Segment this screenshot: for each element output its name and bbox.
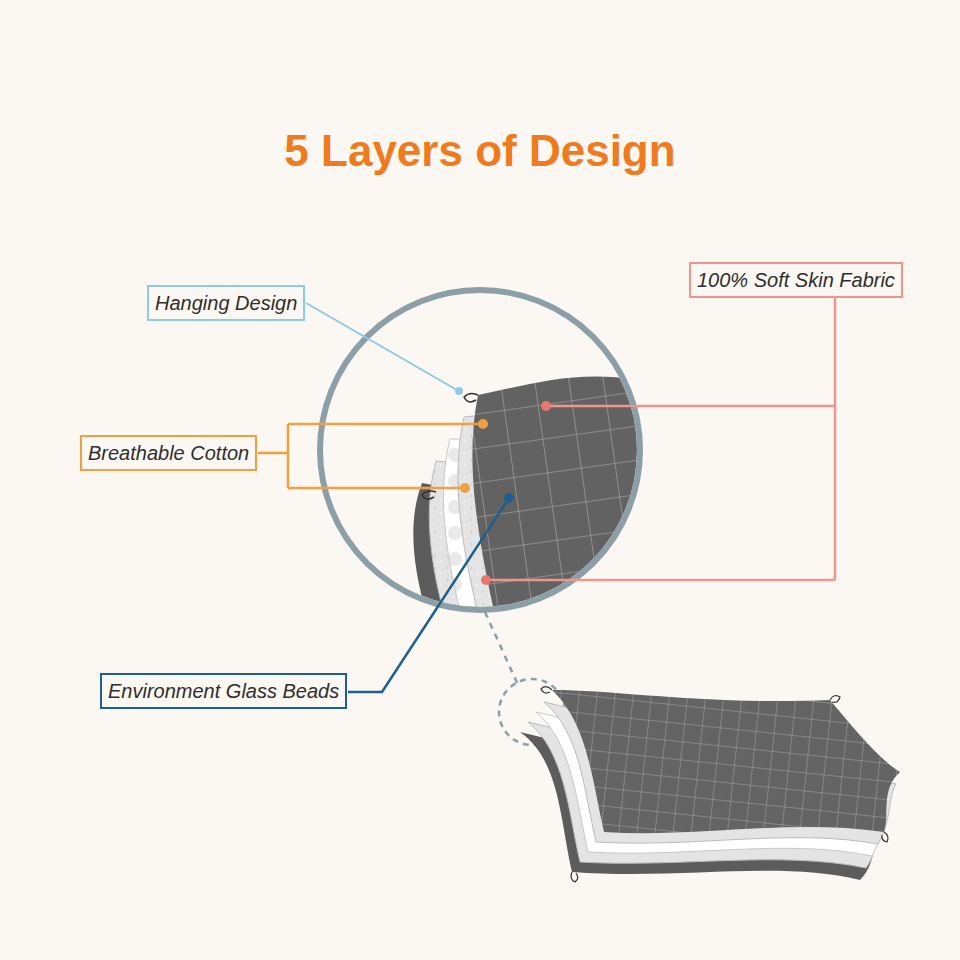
callout-label: Hanging Design: [155, 291, 297, 315]
callout-box: Breathable Cotton: [80, 435, 257, 471]
title: 5 Layers of Design: [0, 126, 960, 176]
callout-box: Environment Glass Beads: [100, 673, 347, 709]
callout-label: Breathable Cotton: [88, 441, 249, 465]
callout-label: Environment Glass Beads: [108, 679, 339, 703]
callout-box: Hanging Design: [147, 285, 305, 321]
callout-label: 100% Soft Skin Fabric: [697, 268, 895, 292]
callout-box: 100% Soft Skin Fabric: [689, 262, 903, 298]
